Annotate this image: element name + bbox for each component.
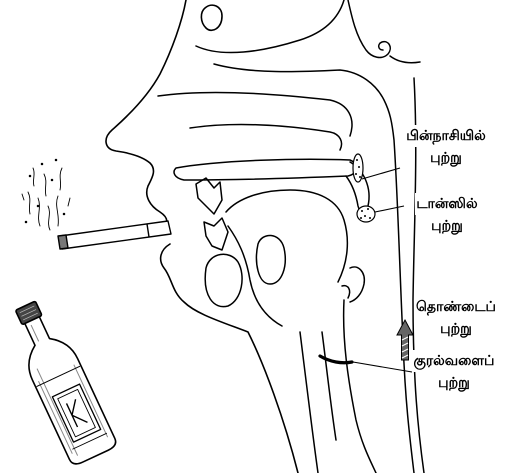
hard-palate [174, 159, 357, 180]
larynx-back-line [344, 300, 376, 473]
skull-base-back-line [390, 56, 420, 63]
label-nasopharynx-name: பின்நாசியில் [405, 125, 487, 147]
label-throat-name: தொண்டைப் [415, 296, 497, 318]
cigarette-body [60, 221, 171, 249]
tongue-dome [226, 190, 347, 282]
label-throat-suffix: புற்று [439, 318, 473, 340]
epiglottis-fold [342, 286, 350, 298]
nasopharynx-lesion-outline [353, 154, 363, 182]
bottle [3, 295, 118, 467]
label-tonsil-name: டான்ஸில் [415, 193, 478, 215]
label-throat-cancer: தொண்டைப் புற்று [406, 296, 506, 340]
larynx-inner-line [322, 332, 336, 440]
bottle-body [9, 310, 118, 467]
skull-base-and-nasal-cavity [158, 0, 424, 473]
larynx-front-line [300, 332, 318, 473]
nasal-passage-line [158, 93, 352, 136]
tonsil-lesion-outline [357, 206, 375, 222]
label-nasopharynx-suffix: புற்று [429, 147, 463, 169]
label-larynx-suffix: புற்று [437, 372, 471, 394]
upper-teeth [196, 178, 222, 214]
label-larynx-cancer: குரல்வளைப் புற்று [404, 350, 504, 394]
label-tonsil-suffix: புற்று [430, 215, 464, 237]
sella-curl [348, 0, 390, 57]
label-nasopharynx-cancer: பின்நாசியில் புற்று [396, 125, 496, 169]
mouth-structures [174, 159, 369, 326]
leader-line-nasopharynx [362, 168, 400, 179]
nasal-turbinate-line [190, 125, 342, 150]
floor-of-mouth [205, 254, 242, 306]
frontal-sinus [201, 5, 222, 30]
label-larynx-name: குரல்வளைப் [413, 350, 496, 372]
epiglottis [350, 267, 364, 302]
vocal-cord-lesion [320, 356, 352, 363]
lower-lip-chin-neck-outline [161, 244, 298, 473]
cigarette [58, 221, 171, 249]
smoke [22, 159, 70, 230]
cigarette-lit-tip [58, 235, 68, 249]
label-tonsil-cancer: டான்ஸில் புற்று [397, 193, 497, 237]
lower-teeth [204, 218, 228, 250]
throat-structures [300, 267, 376, 473]
tonsil-lesion [357, 206, 375, 222]
nasopharynx-lesion [353, 154, 363, 182]
nasal-roof-and-posterior-pharynx-wall [214, 64, 414, 473]
tongue-pocket [257, 235, 286, 284]
tongue-underside [228, 226, 282, 326]
forehead-nose-upper-lip-outline [106, 0, 186, 224]
